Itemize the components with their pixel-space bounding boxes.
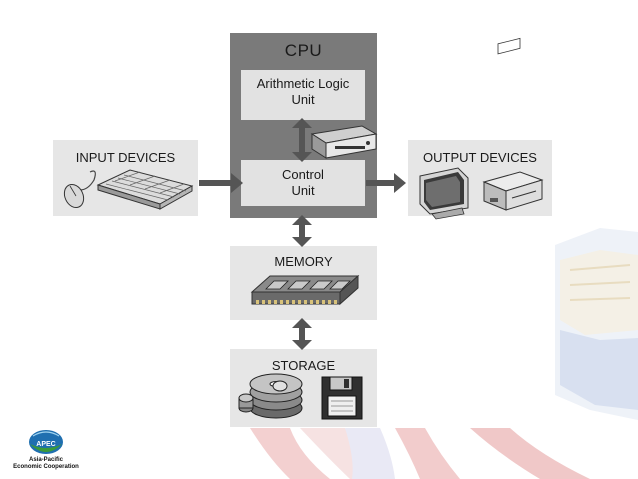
apec-logo: APEC <box>29 430 63 454</box>
cpu-to-output-arrow <box>366 173 406 193</box>
alu-label: Arithmetic Logic Unit <box>241 76 365 108</box>
drive-icon <box>310 125 378 159</box>
control-unit-label-line2: Unit <box>291 183 315 198</box>
keyboard-icon <box>96 169 194 210</box>
mouse-icon <box>63 170 96 209</box>
monitor-icon <box>419 167 469 220</box>
memory-module-icon <box>250 274 360 306</box>
output-devices-title: OUTPUT DEVICES <box>423 150 537 165</box>
printer-icon <box>482 37 544 211</box>
hard-disk-icon <box>238 373 303 419</box>
input-to-cpu-arrow <box>199 173 243 193</box>
floppy-disk-icon <box>321 376 363 420</box>
alu-control-arrow <box>292 118 312 162</box>
input-devices-title: INPUT DEVICES <box>75 150 176 165</box>
apec-logo-text: Asia-Pacific Economic Cooperation <box>6 457 86 471</box>
memory-storage-arrow <box>292 318 312 350</box>
apec-logo-badge: APEC <box>36 441 55 448</box>
apec-logo-line1: Asia-Pacific <box>28 457 64 463</box>
storage-title: STORAGE <box>271 358 336 373</box>
alu-label-line1: Arithmetic Logic <box>256 76 350 91</box>
cpu-title: CPU <box>284 41 323 60</box>
cpu-memory-arrow <box>292 215 312 247</box>
alu-box: Arithmetic Logic Unit <box>241 70 365 120</box>
control-unit-label: Control Unit <box>241 167 365 199</box>
control-unit-label-line1: Control <box>282 167 324 182</box>
alu-label-line2: Unit <box>291 92 315 107</box>
memory-title: MEMORY <box>274 254 333 269</box>
control-unit-box: Control Unit <box>241 160 365 206</box>
apec-logo-line2: Economic Cooperation <box>13 464 79 470</box>
